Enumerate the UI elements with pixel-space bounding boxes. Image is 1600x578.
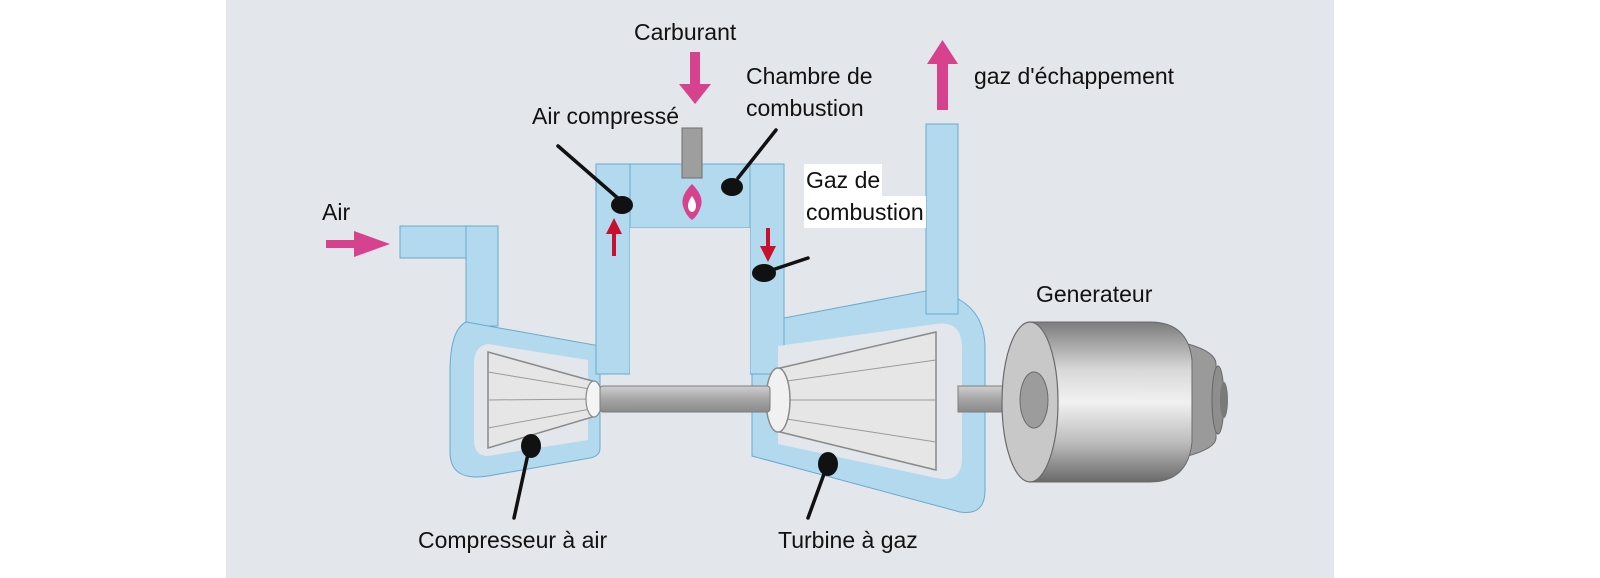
label-chambre-line2: combustion	[746, 95, 864, 121]
fuel-arrow-icon	[679, 52, 711, 104]
compressed-air-flow-arrow-icon	[606, 218, 622, 256]
label-gaz-combustion-line2: combustion	[804, 196, 926, 228]
air-inlet-duct	[399, 225, 499, 327]
pointer-turbine	[806, 452, 838, 520]
chamber-interior	[630, 228, 750, 374]
label-gaz-echappement: gaz d'échappement	[974, 63, 1175, 89]
label-air-compresse: Air compressé	[532, 103, 679, 129]
air-inlet-arrow-icon	[326, 231, 390, 257]
exhaust-arrow-icon	[927, 40, 958, 110]
label-gaz-combustion-line1: Gaz de	[804, 164, 883, 196]
label-generateur: Generateur	[1036, 281, 1153, 307]
label-carburant: Carburant	[634, 19, 737, 45]
pointer-chambre-combustion	[721, 128, 778, 196]
main-shaft	[599, 385, 771, 413]
generator	[1001, 321, 1228, 483]
turbine-rotor	[765, 331, 937, 471]
label-turbine: Turbine à gaz	[778, 527, 918, 553]
label-air: Air	[322, 199, 351, 225]
pointer-air-compresse	[556, 144, 633, 214]
label-compresseur: Compresseur à air	[418, 527, 608, 553]
combustion-gas-flow-arrow-icon	[760, 228, 776, 262]
fuel-nozzle	[681, 127, 703, 179]
compressor-rotor	[487, 351, 603, 450]
label-chambre-line1: Chambre de	[746, 63, 873, 89]
exhaust-stack	[925, 123, 959, 315]
pointer-compresseur	[512, 434, 541, 520]
pointer-gaz-combustion	[752, 256, 810, 282]
